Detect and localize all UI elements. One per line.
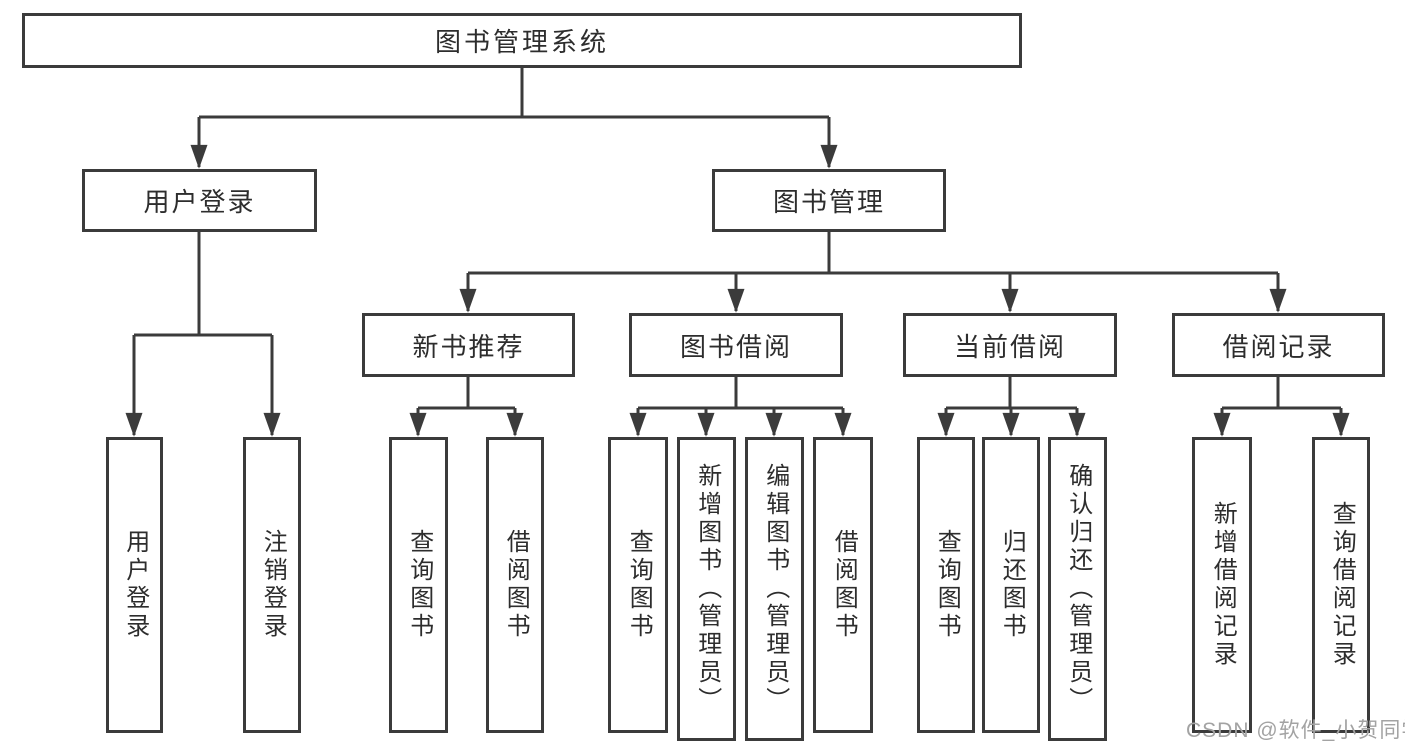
trunk-book-borrow [638,377,843,410]
csdn-watermark: CSDN @软件_小贺同学 [1186,719,1405,742]
leaf-return-book: 归还图书 [982,437,1040,733]
leaf-add-borrow-record: 新增借阅记录 [1192,437,1252,733]
node-root: 图书管理系统 [22,13,1022,68]
leaf-logout-label: 注销登录 [259,529,287,641]
leaf-confirm-return-admin: 确认归还（管理员） [1048,437,1107,741]
node-borrow-records-label: 借阅记录 [1222,331,1335,362]
node-book-management: 图书管理 [712,169,946,232]
node-root-label: 图书管理系统 [434,27,609,57]
leaf-edit-book-admin-label: 编辑图书（管理员） [761,463,789,715]
leaf-query-books-borrow-label: 查询图书 [625,529,653,641]
trunk-current-borrow [946,377,1077,410]
leaf-query-borrow-record: 查询借阅记录 [1312,437,1370,733]
node-user-login-label: 用户登录 [143,187,256,217]
leaf-borrow-books-recommend-label: 借阅图书 [502,529,530,641]
leaf-query-books-current-label: 查询图书 [933,529,961,641]
node-new-book-recommend-label: 新书推荐 [412,331,525,362]
trunk-borrow-records [1222,377,1341,410]
node-book-management-label: 图书管理 [772,187,885,217]
leaf-query-books-borrow: 查询图书 [608,437,668,733]
leaf-add-book-admin: 新增图书（管理员） [677,437,736,741]
node-book-borrow-label: 图书借阅 [679,331,792,362]
trunk-user-login [134,232,272,337]
leaf-query-books-current: 查询图书 [917,437,975,733]
leaf-add-borrow-record-label: 新增借阅记录 [1209,501,1237,669]
node-book-borrow: 图书借阅 [629,313,843,377]
leaf-query-books-recommend-label: 查询图书 [405,529,433,641]
leaf-borrow-books-borrow-label: 借阅图书 [830,529,858,641]
leaf-query-borrow-record-label: 查询借阅记录 [1328,501,1356,669]
trunk-book-management [468,232,1278,275]
leaf-add-book-admin-label: 新增图书（管理员） [693,463,721,715]
leaf-query-books-recommend: 查询图书 [389,437,448,733]
leaf-borrow-books-borrow: 借阅图书 [813,437,873,733]
leaf-user-login-label: 用户登录 [121,529,149,641]
leaf-borrow-books-recommend: 借阅图书 [486,437,544,733]
trunk-root [199,68,829,119]
node-user-login: 用户登录 [82,169,317,232]
leaf-user-login: 用户登录 [106,437,163,733]
leaf-confirm-return-admin-label: 确认归还（管理员） [1064,463,1092,715]
node-new-book-recommend: 新书推荐 [362,313,575,377]
leaf-return-book-label: 归还图书 [998,529,1026,641]
node-borrow-records: 借阅记录 [1172,313,1385,377]
node-current-borrow-label: 当前借阅 [953,331,1066,362]
node-current-borrow: 当前借阅 [903,313,1117,377]
leaf-edit-book-admin: 编辑图书（管理员） [745,437,804,741]
leaf-logout: 注销登录 [243,437,301,733]
trunk-new-book [418,377,515,410]
